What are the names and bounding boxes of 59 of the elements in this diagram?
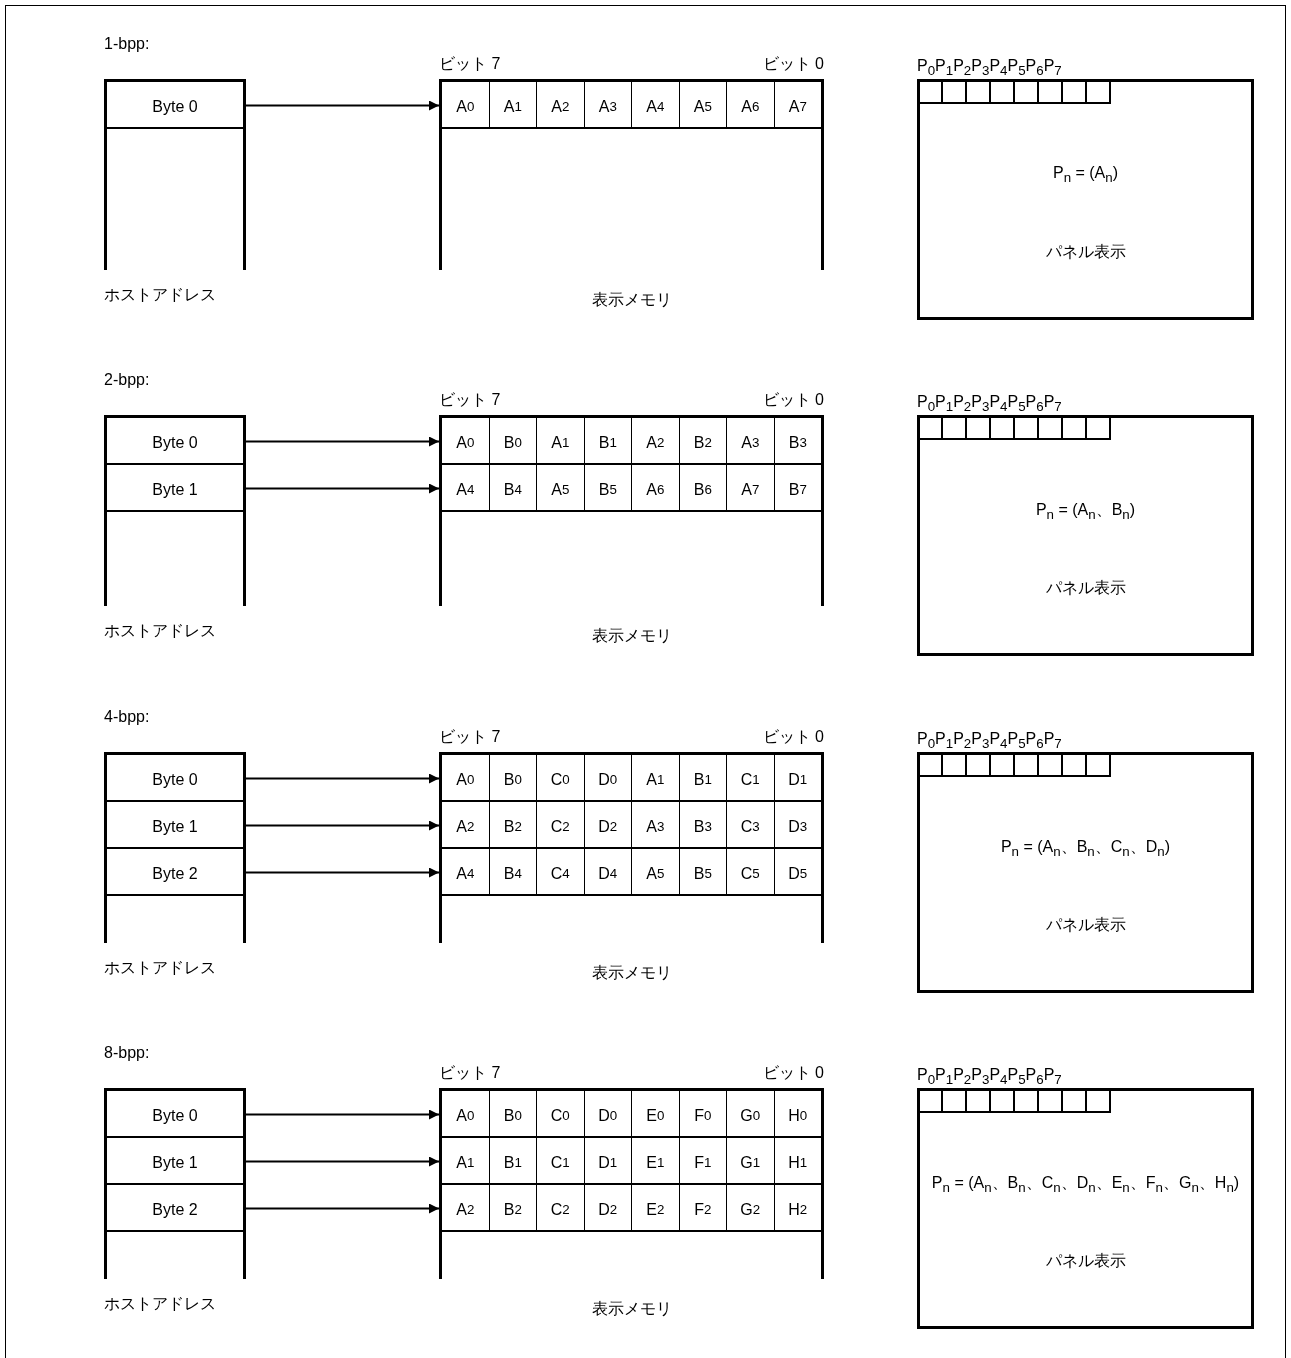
arrow [245, 483, 440, 494]
bit-label: ビット 7 [439, 1063, 501, 1083]
arrow [245, 100, 440, 111]
byte-cell: Byte 0 [107, 418, 243, 465]
bit-label: ビット 0 [762, 390, 824, 410]
section-label: 1-bpp: [104, 35, 150, 53]
byte-cell: Byte 2 [107, 1185, 243, 1232]
arrow [245, 1156, 440, 1167]
table-row [442, 1138, 821, 1185]
bit-label: ビット 7 [439, 54, 501, 74]
pixel-labels: P$_{0}$P$_{1}$P$_{2}$P$_{3}$P$_{4}$P$_{5}$P$_{6}$P$_{7}$ [917, 730, 1062, 752]
arrow [245, 436, 440, 447]
table-row [442, 465, 821, 512]
column-label: ホストアドレス [104, 1294, 216, 1314]
column-label: ホストアドレス [104, 285, 216, 305]
arrow [245, 867, 440, 878]
column-label: 表示メモリ [591, 290, 672, 310]
table-row [442, 802, 821, 849]
byte-cell: Byte 1 [107, 1138, 243, 1185]
pixel-labels: P$_{0}$P$_{1}$P$_{2}$P$_{3}$P$_{4}$P$_{5}$P$_{6}$P$_{7}$ [917, 57, 1062, 79]
byte-cell: Byte 0 [107, 82, 243, 129]
byte-cell: Byte 2 [107, 849, 243, 896]
panel-label: パネル表示 [1045, 1251, 1126, 1271]
pixel-labels: P$_{0}$P$_{1}$P$_{2}$P$_{3}$P$_{4}$P$_{5}$P$_{6}$P$_{7}$ [917, 393, 1062, 415]
section-label: 2-bpp: [104, 371, 150, 389]
table-row [442, 82, 821, 129]
table-row [442, 755, 821, 802]
arrow [245, 773, 440, 784]
pixel-formula: P$_{n}$ = (A$_{n}$、B$_{n}$、C$_{n}$、D$_{n}$) [1000, 837, 1171, 860]
bit-label: ビット 7 [439, 390, 501, 410]
section-label: 8-bpp: [104, 1044, 150, 1062]
panel-label: パネル表示 [1045, 915, 1126, 935]
pixel-formula: P$_{n}$ = (A$_{n}$、B$_{n}$、C$_{n}$、D$_{n}$、E$_{n}$、F$_{n}$、G$_{n}$、H$_{n}$) [931, 1173, 1240, 1196]
table-row [442, 1091, 821, 1138]
table-row [442, 1185, 821, 1232]
column-label: ホストアドレス [104, 958, 216, 978]
bit-label: ビット 7 [439, 727, 501, 747]
byte-cell: Byte 0 [107, 1091, 243, 1138]
byte-cell: Byte 1 [107, 465, 243, 512]
byte-cell: Byte 1 [107, 802, 243, 849]
panel-label: パネル表示 [1045, 242, 1126, 262]
byte-cell: Byte 0 [107, 755, 243, 802]
table-row [442, 849, 821, 896]
arrow [245, 1109, 440, 1120]
section-label: 4-bpp: [104, 708, 150, 726]
bit-label: ビット 0 [762, 727, 824, 747]
pixel-labels: P$_{0}$P$_{1}$P$_{2}$P$_{3}$P$_{4}$P$_{5}$P$_{6}$P$_{7}$ [917, 1066, 1062, 1088]
arrow [245, 1203, 440, 1214]
column-label: ホストアドレス [104, 621, 216, 641]
column-label: 表示メモリ [591, 963, 672, 983]
column-label: 表示メモリ [591, 626, 672, 646]
pixel-formula: P$_{n}$ = (A$_{n}$) [1052, 164, 1119, 186]
column-label: 表示メモリ [591, 1299, 672, 1319]
bit-label: ビット 0 [762, 1063, 824, 1083]
pixel-formula: P$_{n}$ = (A$_{n}$、B$_{n}$) [1035, 500, 1136, 523]
arrow [245, 820, 440, 831]
table-row [442, 418, 821, 465]
panel-label: パネル表示 [1045, 578, 1126, 598]
bit-label: ビット 0 [762, 54, 824, 74]
